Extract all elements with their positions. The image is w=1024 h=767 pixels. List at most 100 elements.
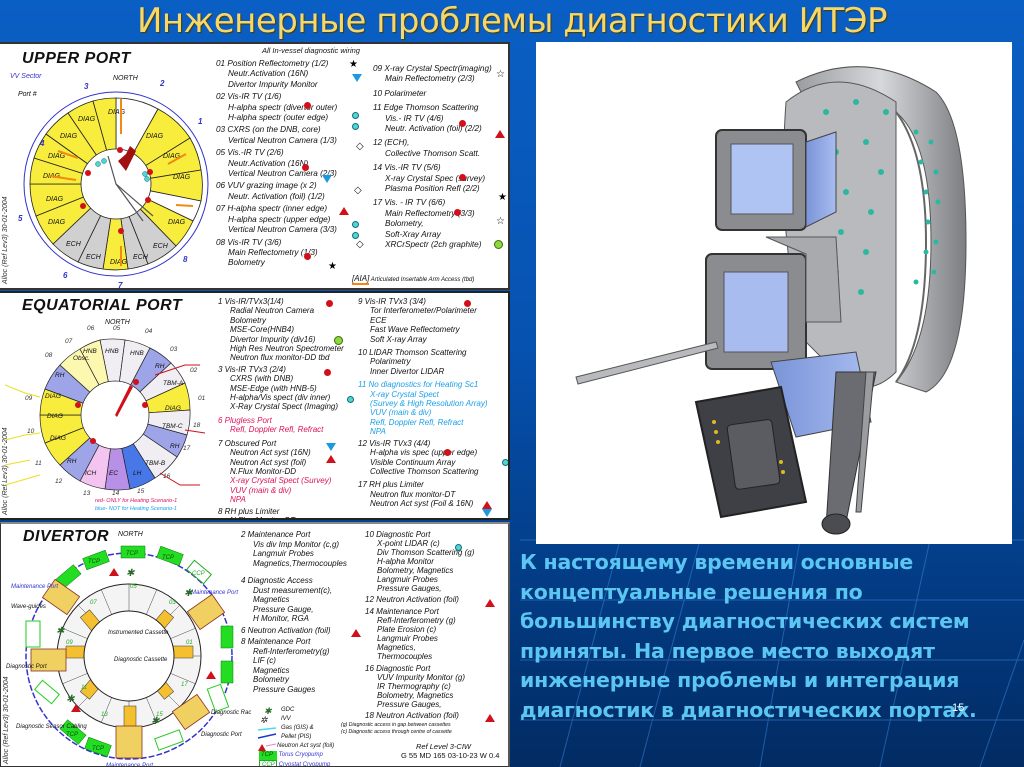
divertor-panel: DIVERTOR Alloc (Ref Lev3) 30-01-2004 NOR… bbox=[0, 522, 510, 767]
page-number: 15 bbox=[952, 702, 965, 714]
svg-text:ECH: ECH bbox=[86, 254, 102, 261]
svg-text:DIAG: DIAG bbox=[50, 435, 66, 442]
upper-port-list-left: 01 Position Reflectometry (1/2)Neutr.Act… bbox=[216, 59, 338, 268]
dot-marker-icon bbox=[326, 300, 333, 307]
svg-text:✱: ✱ bbox=[66, 694, 75, 705]
waveguides-label: Wave-guides bbox=[11, 604, 46, 610]
star-outline-marker-icon: ☆ bbox=[496, 216, 505, 227]
svg-text:TCP: TCP bbox=[88, 559, 100, 565]
body-line: приняты. На первое место выходят bbox=[520, 638, 935, 663]
dot-marker-icon bbox=[459, 120, 466, 127]
svg-text:09: 09 bbox=[66, 640, 73, 646]
access-notes: (g) Diagnostic access in gap between cas… bbox=[341, 722, 452, 735]
equatorial-port-panel: EQUATORIAL PORT Alloc (Ref Lev3) 30-01-2… bbox=[0, 291, 510, 520]
star-outline-marker-icon: ☆ bbox=[496, 69, 505, 80]
triangle-up-marker-icon bbox=[495, 130, 505, 138]
svg-text:15: 15 bbox=[156, 712, 163, 718]
svg-text:TBM-A: TBM-A bbox=[163, 380, 183, 387]
dot-marker-icon bbox=[464, 300, 471, 307]
dot-marker-icon bbox=[455, 544, 462, 551]
svg-text:03: 03 bbox=[170, 346, 178, 353]
sensor-cabling-label: Diagnostic Sensor Cabling bbox=[16, 724, 87, 730]
triangle-up-marker-icon bbox=[482, 501, 492, 509]
svg-text:5: 5 bbox=[18, 214, 23, 223]
diamond-marker-icon: ◇ bbox=[354, 185, 362, 196]
heating-legend: red- ONLY for Heating Scenario-1 blue- N… bbox=[95, 498, 178, 512]
svg-text:TCP: TCP bbox=[92, 746, 104, 752]
triangle-down-marker-icon bbox=[326, 443, 336, 451]
svg-text:✱: ✱ bbox=[56, 626, 65, 637]
triangle-down-marker-icon bbox=[482, 509, 492, 517]
body-line: диагностик в диагностических портах. bbox=[520, 697, 977, 722]
upper-port-header-note: All In-vessel diagnostic wiring bbox=[262, 46, 360, 55]
svg-text:RH: RH bbox=[155, 363, 165, 370]
vv-sector-label: VV Sector bbox=[10, 73, 42, 80]
star-marker-icon: ★ bbox=[498, 192, 507, 203]
triangle-down-marker-icon bbox=[322, 175, 332, 183]
north-label: NORTH bbox=[105, 319, 131, 326]
svg-text:17: 17 bbox=[181, 682, 188, 688]
diagnostic-port-label: Diagnostic Port bbox=[6, 664, 47, 670]
slide-title: Инженерные проблемы диагностики ИТЭР bbox=[136, 1, 888, 41]
dot-marker-icon bbox=[454, 209, 461, 216]
diagnostic-cassette-label: Diagnostic Cassette bbox=[114, 657, 168, 663]
svg-text:12: 12 bbox=[55, 478, 63, 485]
svg-text:11: 11 bbox=[35, 460, 42, 467]
dot-marker-icon bbox=[502, 459, 508, 466]
divertor-diagram: NORTH Instrumented Cassette Diagnostic C… bbox=[6, 531, 251, 766]
svg-text:3: 3 bbox=[84, 82, 89, 91]
upper-port-panel: UPPER PORT Alloc (Ref Lev3) 30-01-2004 bbox=[0, 42, 510, 290]
diamond-marker-icon: ◇ bbox=[356, 239, 364, 250]
svg-text:✱: ✱ bbox=[126, 568, 135, 579]
divertor-title: DIVERTOR bbox=[23, 528, 110, 545]
dot-marker-icon bbox=[302, 164, 309, 171]
dot-marker-icon bbox=[324, 369, 331, 376]
svg-text:DIAG: DIAG bbox=[48, 219, 66, 226]
svg-text:RH: RH bbox=[170, 443, 180, 450]
svg-text:01: 01 bbox=[198, 395, 206, 402]
triangle-up-marker-icon bbox=[351, 629, 361, 637]
svg-text:Obsc.: Obsc. bbox=[73, 355, 90, 362]
svg-text:✱: ✱ bbox=[264, 706, 273, 716]
svg-text:2: 2 bbox=[159, 79, 165, 88]
svg-text:HNB: HNB bbox=[83, 348, 97, 355]
svg-text:13: 13 bbox=[101, 712, 108, 718]
svg-text:17: 17 bbox=[183, 445, 191, 452]
svg-text:TCP: TCP bbox=[162, 555, 174, 561]
svg-text:TBM-C: TBM-C bbox=[162, 423, 183, 430]
ccp-label: CCP bbox=[192, 571, 205, 577]
diamond-marker-icon: ◇ bbox=[356, 141, 364, 152]
svg-text:14: 14 bbox=[112, 490, 120, 497]
svg-text:TBM-B: TBM-B bbox=[145, 460, 166, 467]
svg-text:DIAG: DIAG bbox=[46, 196, 64, 203]
svg-text:06: 06 bbox=[87, 325, 95, 332]
svg-text:10: 10 bbox=[27, 428, 35, 435]
upper-port-list-right: 09 X-ray Crystal Spectr(imaging)Main Ref… bbox=[373, 64, 492, 250]
maintenance-port-label: Maintenance Port bbox=[11, 584, 58, 590]
svg-text:✱: ✱ bbox=[184, 588, 193, 599]
svg-text:DIAG: DIAG bbox=[168, 219, 186, 226]
svg-text:ECH: ECH bbox=[66, 241, 82, 248]
svg-text:RH: RH bbox=[67, 458, 77, 465]
svg-text:EC: EC bbox=[109, 470, 118, 477]
dot-marker-icon bbox=[334, 336, 343, 345]
port-plug-illustration bbox=[575, 66, 967, 535]
svg-text:HNB: HNB bbox=[105, 348, 119, 355]
dot-marker-icon bbox=[352, 123, 359, 130]
port-hash-label: Port # bbox=[18, 91, 37, 98]
dot-marker-icon bbox=[347, 396, 354, 403]
legend-symbols: ✱ ✲ bbox=[257, 706, 277, 751]
svg-text:HNB: HNB bbox=[130, 350, 144, 357]
svg-text:09: 09 bbox=[25, 395, 33, 402]
svg-text:DIAG: DIAG bbox=[110, 259, 128, 266]
dot-marker-icon bbox=[304, 253, 311, 260]
svg-text:05: 05 bbox=[113, 325, 121, 332]
svg-text:DIAG: DIAG bbox=[45, 393, 61, 400]
svg-text:03: 03 bbox=[169, 600, 176, 606]
triangle-up-marker-icon bbox=[326, 455, 336, 463]
dot-marker-icon bbox=[459, 174, 466, 181]
svg-text:DIAG: DIAG bbox=[173, 174, 191, 181]
